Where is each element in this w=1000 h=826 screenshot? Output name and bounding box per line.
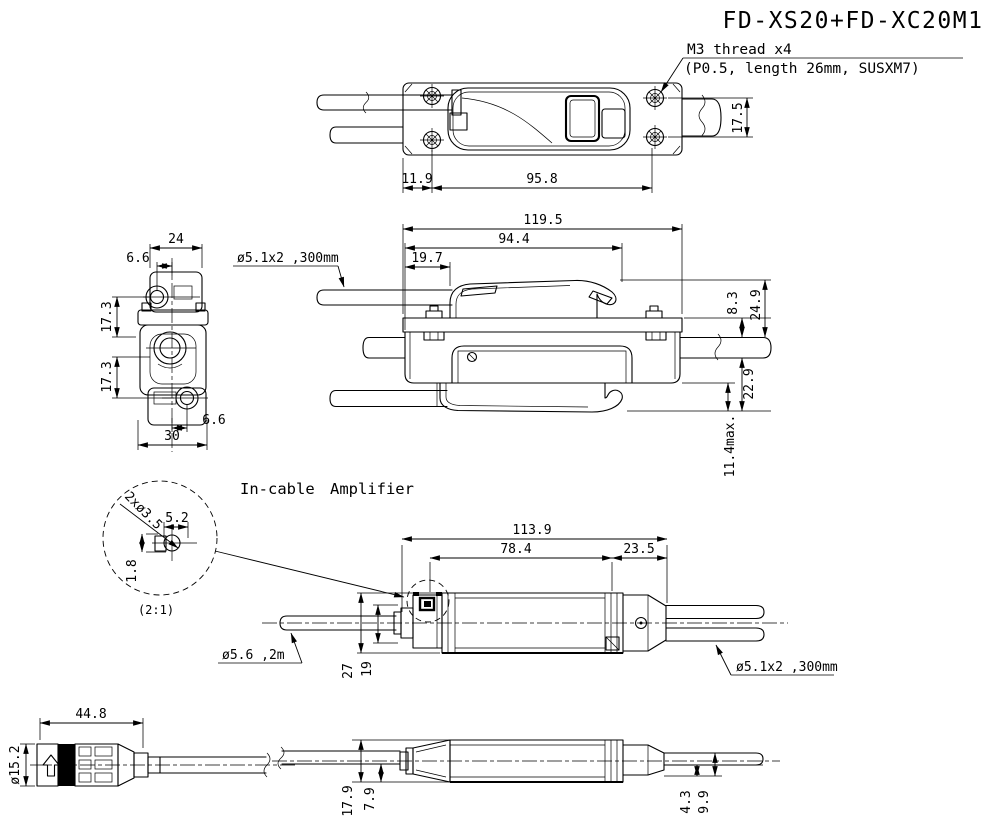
amp-bottom-output-cable bbox=[663, 752, 764, 766]
dim-connector-diameter: ø15.2 bbox=[8, 745, 23, 784]
amp-input-cable-callout: ø5.6 ,2m bbox=[218, 632, 303, 664]
dim-side-plate-to-cable: 8.3 bbox=[726, 291, 741, 314]
dim-side-top-height: 24.9 bbox=[749, 289, 764, 320]
dim-amp-overall: 113.9 bbox=[512, 523, 551, 538]
end-top-block bbox=[149, 271, 203, 313]
dim-side-bottom-height: 22.9 bbox=[742, 368, 757, 399]
dim-amp-connector-height: 19 bbox=[360, 661, 375, 677]
top-view: 11.9 95.8 17.5 bbox=[316, 82, 753, 193]
amp-detail-marker bbox=[406, 579, 450, 623]
button-window bbox=[601, 108, 626, 139]
amp-output-cable-callout: ø5.1x2 ,300mm bbox=[715, 644, 838, 676]
dim-end-top-hole-offset: 6.6 bbox=[126, 251, 149, 266]
thread-note-leader bbox=[660, 57, 684, 93]
main-body bbox=[404, 331, 681, 384]
callout-sensor-cable: ø5.1x2 ,300mm bbox=[237, 251, 339, 266]
amp-view-dims: 113.9 78.4 23.5 27 19 bbox=[341, 523, 668, 679]
dim-amp-bottom-tail-drop: 4.3 bbox=[679, 790, 694, 813]
upper-shell bbox=[449, 279, 617, 319]
callout-detail-hole: 2xø3.5 bbox=[121, 489, 165, 533]
section-label: In-cable Amplifier bbox=[240, 480, 414, 498]
amp-input-cable bbox=[279, 615, 397, 631]
dim-amp-bottom-tail-height: 9.9 bbox=[697, 790, 712, 813]
amplifier-bottom-view: 17.9 7.9 4.3 9.9 bbox=[272, 739, 780, 817]
detail-scale-label: (2:1) bbox=[138, 603, 174, 617]
detail-view: 2xø3.5 5.2 1.8 (2:1) bbox=[102, 480, 405, 617]
thread-note: M3 thread x4 (P0.5, length 26mm, SUSXM7) bbox=[660, 42, 963, 93]
amp-bottom-input-cable bbox=[281, 750, 401, 765]
plate-screws bbox=[423, 305, 667, 341]
dim-top-mount-span: 95.8 bbox=[526, 172, 557, 187]
dim-top-hole-pitch: 17.5 bbox=[731, 102, 746, 133]
dim-side-head: 19.7 bbox=[411, 251, 442, 266]
dim-end-top-width: 24 bbox=[168, 232, 184, 247]
connector-band bbox=[58, 744, 75, 786]
dim-end-bottom-width: 30 bbox=[164, 429, 180, 444]
dim-amp-body: 78.4 bbox=[500, 542, 531, 557]
sensor-cable-callout: ø5.1x2 ,300mm bbox=[233, 251, 345, 288]
callout-amp-output-cable: ø5.1x2 ,300mm bbox=[736, 660, 838, 675]
connector-cable bbox=[159, 756, 267, 774]
end-view: 24 6.6 17.3 17.3 6.6 30 bbox=[100, 232, 226, 452]
side-view: 119.5 94.4 19.7 ø5.1x2 ,300mm 8.3 24.9 2… bbox=[233, 213, 772, 478]
dim-side-overall: 119.5 bbox=[523, 213, 562, 228]
display-window bbox=[564, 94, 601, 143]
dim-amp-tail: 23.5 bbox=[623, 542, 654, 557]
dim-side-body: 94.4 bbox=[498, 232, 529, 247]
drawing-title: FD-XS20+FD-XC20M1 bbox=[723, 8, 984, 34]
dim-end-upper-pitch: 17.3 bbox=[100, 301, 115, 332]
detail-hole-leader bbox=[119, 503, 179, 549]
callout-amp-input-cable: ø5.6 ,2m bbox=[222, 648, 285, 663]
amp-output-cable-1 bbox=[665, 604, 765, 620]
dim-amp-bottom-cable-drop: 7.9 bbox=[363, 787, 378, 810]
dim-detail-hole-drop: 1.8 bbox=[125, 559, 140, 582]
orientation-arrow-icon bbox=[42, 754, 60, 777]
top-view-cables bbox=[316, 91, 722, 144]
side-view-cables bbox=[316, 289, 772, 408]
detail-circle bbox=[102, 480, 218, 596]
end-view-dims: 24 6.6 17.3 17.3 6.6 30 bbox=[100, 232, 226, 450]
dim-top-cable-offset: 11.9 bbox=[401, 172, 432, 187]
top-view-dims: 11.9 95.8 17.5 bbox=[401, 97, 753, 193]
end-main-body bbox=[139, 324, 207, 396]
connector-dims: 44.8 ø15.2 bbox=[8, 707, 144, 787]
amplifier-side-view: 113.9 78.4 23.5 27 19 ø5.6 ,2m ø5.1x2 ,3… bbox=[218, 523, 838, 679]
connector-view: 44.8 ø15.2 bbox=[8, 707, 296, 787]
thread-note-line2: (P0.5, length 26mm, SUSXM7) bbox=[684, 61, 920, 77]
dim-end-lower-pitch: 17.3 bbox=[100, 361, 115, 392]
side-view-right-dims: 8.3 24.9 22.9 11.4max. bbox=[620, 279, 771, 478]
mounting-plate bbox=[402, 317, 683, 333]
lower-shell bbox=[439, 382, 623, 413]
mount-screw-holes bbox=[420, 84, 667, 152]
dim-side-protrusion: 11.4max. bbox=[723, 415, 738, 478]
amp-bottom-cone bbox=[412, 739, 451, 783]
dim-connector-length: 44.8 bbox=[75, 707, 106, 722]
dim-detail-hole-span: 5.2 bbox=[165, 511, 188, 526]
amp-output-cable-2 bbox=[665, 627, 765, 642]
dim-amp-height: 27 bbox=[341, 663, 356, 679]
dim-amp-bottom-overall-height: 17.9 bbox=[341, 785, 356, 816]
dim-end-bottom-hole-offset: 6.6 bbox=[202, 413, 225, 428]
detail-leader bbox=[214, 550, 405, 598]
connector-grip-slots bbox=[78, 746, 113, 783]
end-lower-block bbox=[147, 387, 207, 426]
thread-note-line1: M3 thread x4 bbox=[687, 42, 792, 58]
amp-bottom-dims: 17.9 7.9 4.3 9.9 bbox=[341, 739, 763, 817]
side-view-top-dims: 119.5 94.4 19.7 bbox=[402, 213, 683, 330]
